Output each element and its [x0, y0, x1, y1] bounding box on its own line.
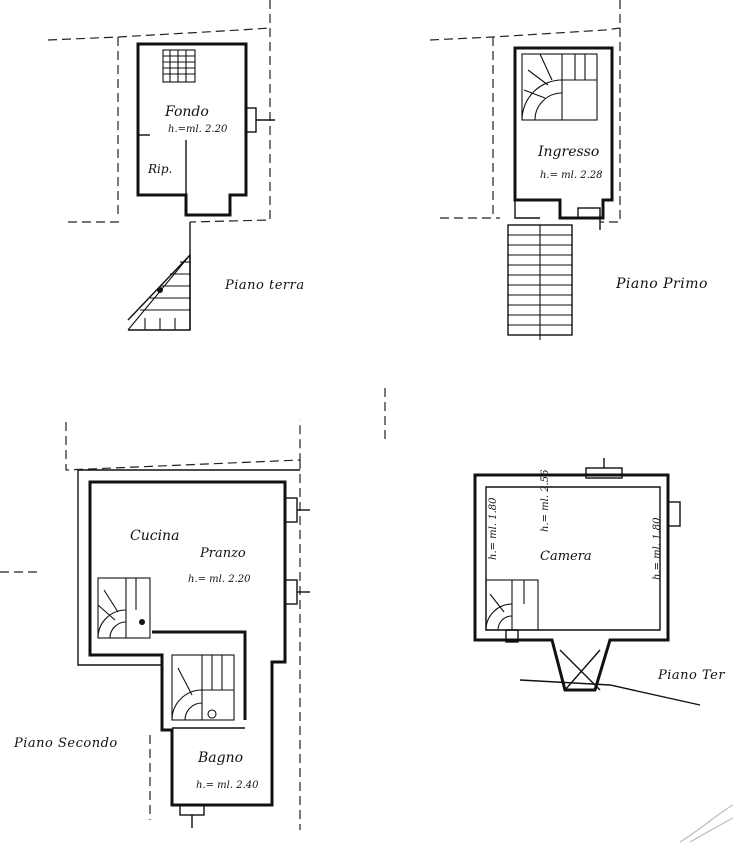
stair-terra-external — [127, 222, 191, 331]
height-label-cucina: h.= ml. 2.20 — [188, 574, 251, 585]
stair-secondo-1 — [97, 577, 151, 639]
height-label-fondo: h.=ml. 2.20 — [168, 124, 228, 135]
plan-piano-secondo — [0, 420, 310, 830]
room-label-pranzo: Pranzo — [200, 546, 246, 561]
room-label-camera: Camera — [540, 549, 592, 564]
height-label-camera-left: h.= ml. 1.80 — [488, 497, 499, 560]
floor-label-secondo: Piano Secondo — [14, 736, 118, 751]
floor-label-primo: Piano Primo — [616, 276, 708, 292]
floor-label-terra: Piano terra — [225, 278, 305, 293]
height-label-bagno: h.= ml. 2.40 — [196, 780, 259, 791]
plan-piano-primo — [429, 0, 621, 340]
room-label-bagno: Bagno — [198, 750, 244, 766]
height-label-camera-mid: h.= ml. 2.56 — [540, 469, 551, 532]
plan-piano-terzo — [384, 388, 733, 843]
height-label-ingresso: h.= ml. 2.28 — [540, 170, 603, 181]
room-label-cucina: Cucina — [130, 528, 180, 544]
room-label-rip: Rip. — [148, 162, 173, 176]
room-label-fondo: Fondo — [165, 104, 209, 120]
height-label-camera-right: h.= ml. 1.80 — [652, 517, 663, 580]
stair-secondo-2 — [171, 654, 235, 721]
stair-primo-spiral — [521, 53, 598, 121]
stair-primo-external — [507, 224, 573, 340]
stair-terra-top — [162, 49, 196, 83]
plan-piano-terra — [47, 0, 275, 331]
stair-terzo — [485, 579, 539, 643]
floor-label-terzo: Piano Ter — [658, 668, 726, 683]
room-label-ingresso: Ingresso — [538, 144, 600, 160]
